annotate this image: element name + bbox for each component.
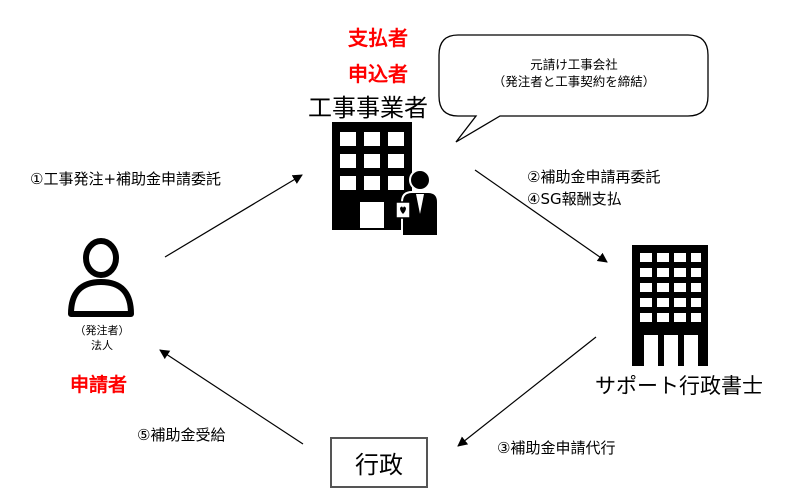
arrow-client-to-contractor — [164, 174, 303, 258]
client-role: 申請者 — [70, 374, 128, 396]
contractor-role-applicant: 申込者 — [348, 62, 408, 86]
arrow-government-to-client — [159, 349, 304, 445]
government-box: 行政 — [330, 437, 428, 488]
person-icon — [68, 238, 134, 317]
bubble-line2: （発注者と工事契約を締結） — [492, 74, 656, 89]
arrow-contractor-to-support — [474, 169, 608, 263]
flow-step5-label: ⑤補助金受給 — [137, 426, 226, 444]
contractor-name: 工事事業者 — [308, 94, 428, 122]
support-name: サポート行政書士 — [595, 374, 763, 398]
contractor-role-payer: 支払者 — [348, 26, 408, 50]
office-building-icon — [632, 245, 708, 366]
client-note: （発注者） — [74, 324, 130, 337]
government-name: 行政 — [355, 451, 403, 479]
client-type: 法人 — [91, 339, 113, 352]
bubble-line1: 元請け工事会社 — [530, 57, 618, 72]
arrow-support-to-government — [457, 336, 597, 447]
flow-step4-label: ④SG報酬支払 — [527, 190, 622, 208]
speech-bubble — [438, 34, 709, 143]
flow-step3-label: ③補助金申請代行 — [497, 439, 616, 457]
flow-step1-label: ①工事発注+補助金申請委託 — [30, 170, 222, 188]
flow-step2-label: ②補助金申請再委託 — [527, 168, 661, 186]
building-with-person-icon — [332, 122, 439, 237]
